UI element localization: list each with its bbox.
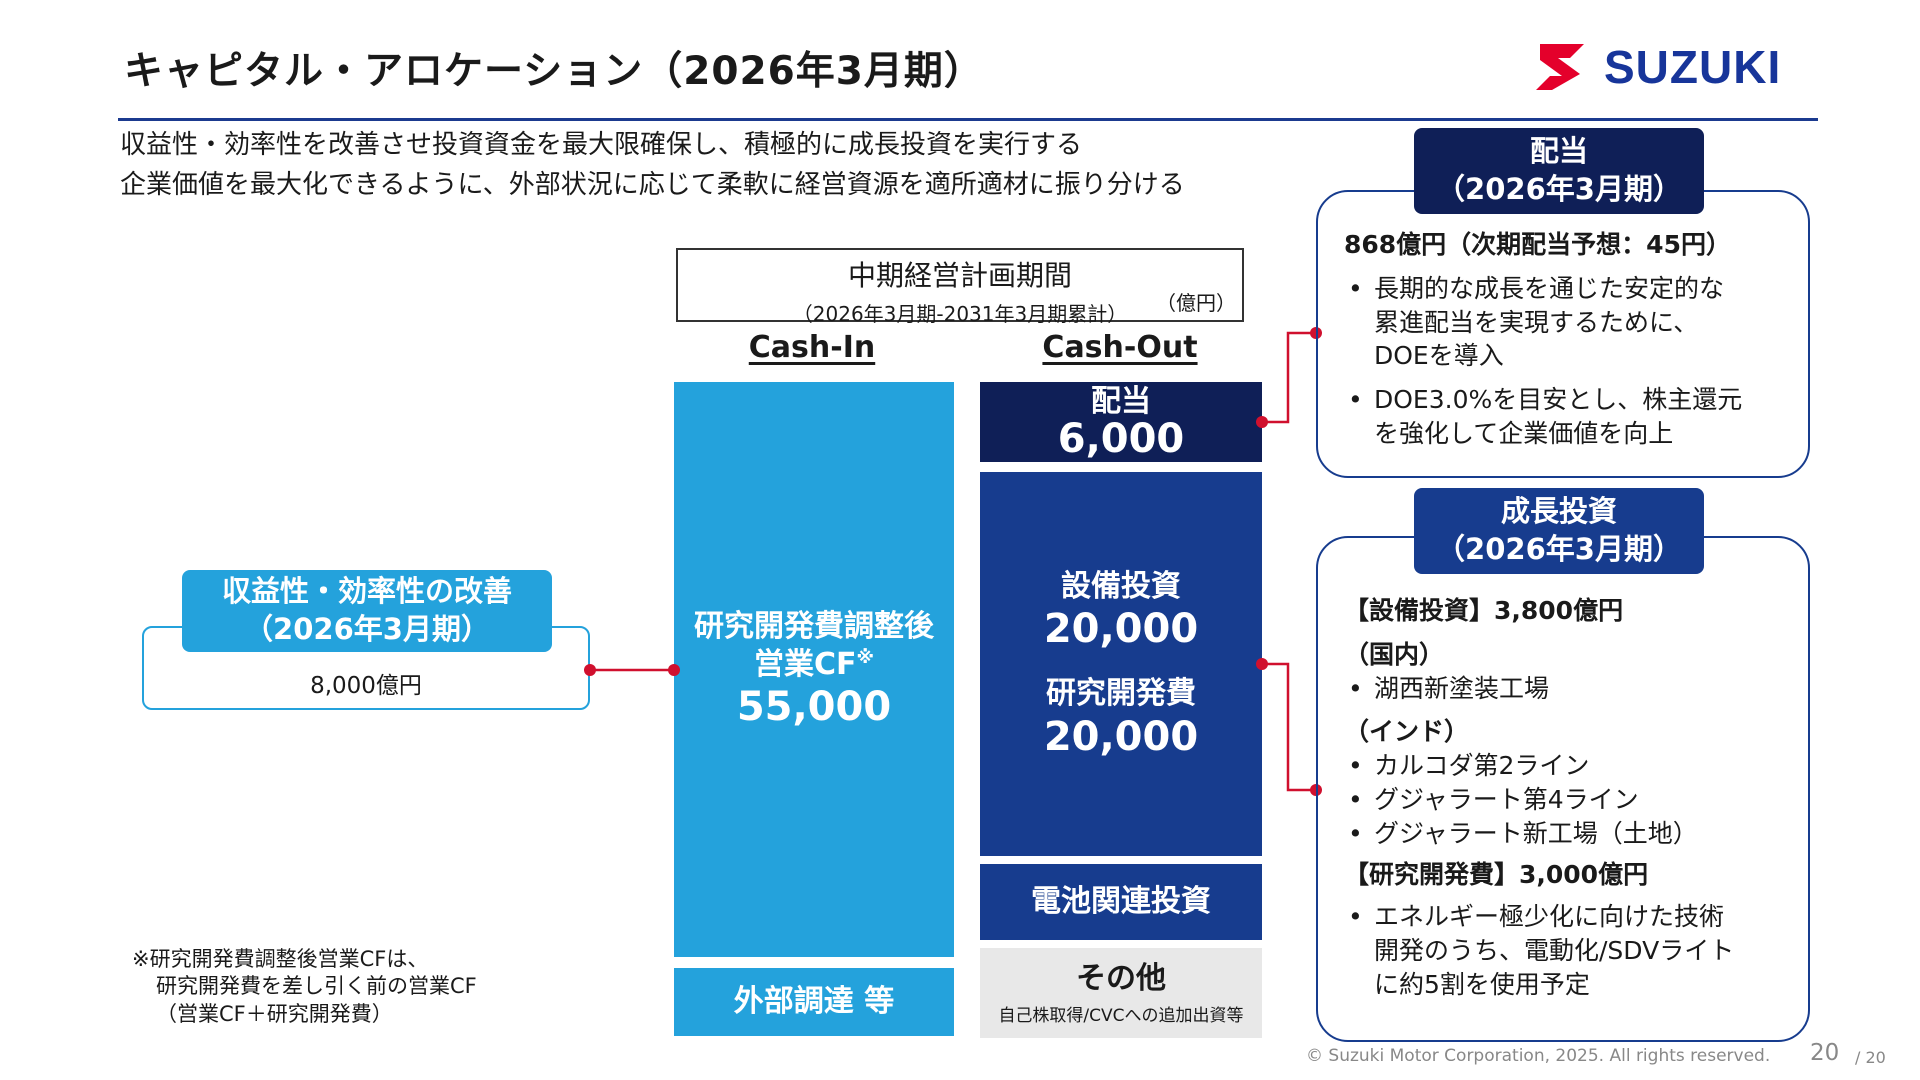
- capex-headline: 【設備投資】3,800億円: [1344, 596, 1624, 625]
- dividend-bullet-1-line-2: 累進配当を実現するために、: [1374, 307, 1699, 337]
- operating-cf-block: 研究開発費調整後 営業CF※ 55,000: [674, 382, 954, 957]
- rnd-bullet-line-1: エネルギー極少化に向けた技術: [1374, 902, 1725, 931]
- dividend-value: 6,000: [1057, 415, 1185, 462]
- efficiency-title-2: （2026年3月期）: [244, 612, 490, 646]
- copyright: © Suzuki Motor Corporation, 2025. All ri…: [1306, 1046, 1771, 1066]
- efficiency-tab: 収益性・効率性の改善 （2026年3月期）: [182, 570, 552, 652]
- dividend-bullet-1-line-1: 長期的な成長を通じた安定的な: [1374, 273, 1725, 303]
- investment-block: 設備投資 20,000 研究開発費 20,000: [980, 472, 1262, 856]
- india-heading: （インド）: [1344, 717, 1470, 747]
- growth-tab-period: （2026年3月期）: [1436, 532, 1682, 566]
- footnote-line-1: ※研究開発費調整後営業CFは、: [132, 947, 429, 971]
- efficiency-value: 8,000億円: [310, 673, 422, 699]
- dividend-bullet-1: 長期的な成長を通じた安定的な 累進配当を実現するために、 DOEを導入: [1344, 272, 1794, 373]
- period-subtitle: （2026年3月期-2031年3月期累計）: [792, 302, 1128, 326]
- rnd-bullet-line-2: 開発のうち、電動化/SDVライト: [1374, 935, 1735, 965]
- suzuki-logo: SUZUKI: [1532, 38, 1824, 94]
- external-funding-block: 外部調達 等: [674, 968, 954, 1036]
- growth-connector: [1262, 662, 1316, 792]
- operating-cf-label-2: 営業CF: [753, 646, 857, 682]
- india-item-2: グジャラート第4ライン: [1344, 783, 1804, 817]
- rnd-headline: 【研究開発費】3,000億円: [1344, 860, 1649, 890]
- dividend-bullet-1-line-3: DOEを導入: [1374, 341, 1504, 371]
- footnote-line-3: （営業CF＋研究開発費）: [156, 1001, 393, 1026]
- rnd-value: 20,000: [1043, 713, 1199, 760]
- external-funding-label: 外部調達 等: [733, 984, 895, 1020]
- dividend-bullet-2-line-2: を強化して企業価値を向上: [1374, 418, 1674, 448]
- dividend-label: 配当: [1091, 383, 1151, 419]
- brand-name: SUZUKI: [1604, 41, 1782, 93]
- footnote-line-2: 研究開発費を差し引く前の営業CF: [156, 974, 477, 999]
- battery-block: 電池関連投資: [980, 864, 1262, 940]
- intro-line-2: 企業価値を最大化できるように、外部状況に応じて柔軟に経営資源を適所適材に振り分け…: [120, 170, 1185, 200]
- battery-label: 電池関連投資: [1031, 884, 1211, 920]
- suzuki-s-mark-icon: [1536, 44, 1584, 90]
- dividend-block: 配当 6,000: [980, 382, 1262, 462]
- growth-tab: 成長投資 （2026年3月期）: [1414, 488, 1704, 574]
- dividend-bullet-2-line-1: DOE3.0%を目安とし、株主還元: [1374, 385, 1743, 414]
- dividend-tab-title: 配当: [1529, 134, 1588, 169]
- india-item-3: グジャラート新工場（土地）: [1344, 817, 1804, 851]
- cash-out-header: Cash-Out: [1042, 330, 1198, 365]
- rnd-label: 研究開発費: [1046, 676, 1196, 711]
- intro-line-1: 収益性・効率性を改善させ投資資金を最大限確保し、積極的に成長投資を実行する: [120, 130, 1083, 160]
- other-block: その他 自己株取得/CVCへの追加出資等: [980, 948, 1262, 1038]
- domestic-item: 湖西新塗装工場: [1344, 672, 1804, 706]
- dividend-connector: [1262, 331, 1316, 424]
- page-total: / 20: [1855, 1048, 1886, 1067]
- rnd-bullet-line-3: に約5割を使用予定: [1374, 969, 1590, 999]
- header-rule: [118, 118, 1818, 121]
- operating-cf-label-1: 研究開発費調整後: [694, 609, 934, 644]
- growth-tab-title: 成長投資: [1500, 494, 1617, 529]
- footnote-mark: ※: [856, 646, 875, 668]
- rnd-bullet: エネルギー極少化に向けた技術 開発のうち、電動化/SDVライト に約5割を使用予…: [1344, 900, 1804, 1001]
- dividend-bullet-2: DOE3.0%を目安とし、株主還元 を強化して企業価値を向上: [1344, 383, 1794, 451]
- period-title: 中期経営計画期間: [847, 259, 1072, 292]
- other-label: その他: [1076, 960, 1166, 996]
- page-number: 20: [1810, 1040, 1840, 1066]
- dividend-card: 868億円（次期配当予想：45円） 長期的な成長を通じた安定的な 累進配当を実現…: [1316, 190, 1810, 478]
- capex-label: 設備投資: [1061, 568, 1181, 604]
- capex-value: 20,000: [1043, 606, 1199, 652]
- other-note: 自己株取得/CVCへの追加出資等: [998, 1006, 1244, 1027]
- domestic-heading: （国内）: [1344, 639, 1445, 669]
- unit-label: （億円）: [1156, 291, 1236, 315]
- page-title: キャピタル・アロケーション（2026年3月期）: [124, 49, 984, 94]
- growth-card: 【設備投資】3,800億円 （国内） 湖西新塗装工場 （インド） カルコダ第2ラ…: [1316, 536, 1810, 1042]
- efficiency-title-1: 収益性・効率性の改善: [221, 574, 512, 609]
- dividend-headline: 868億円（次期配当予想：45円）: [1344, 230, 1731, 259]
- dividend-tab-period: （2026年3月期）: [1436, 172, 1682, 206]
- period-box: 中期経営計画期間 （2026年3月期-2031年3月期累計）: [676, 248, 1244, 326]
- operating-cf-value: 55,000: [736, 684, 892, 730]
- footnote: ※研究開発費調整後営業CFは、 研究開発費を差し引く前の営業CF （営業CF＋研…: [132, 946, 477, 1028]
- india-item-1: カルコダ第2ライン: [1344, 749, 1804, 783]
- cash-in-header: Cash-In: [748, 330, 876, 365]
- dividend-tab: 配当 （2026年3月期）: [1414, 128, 1704, 214]
